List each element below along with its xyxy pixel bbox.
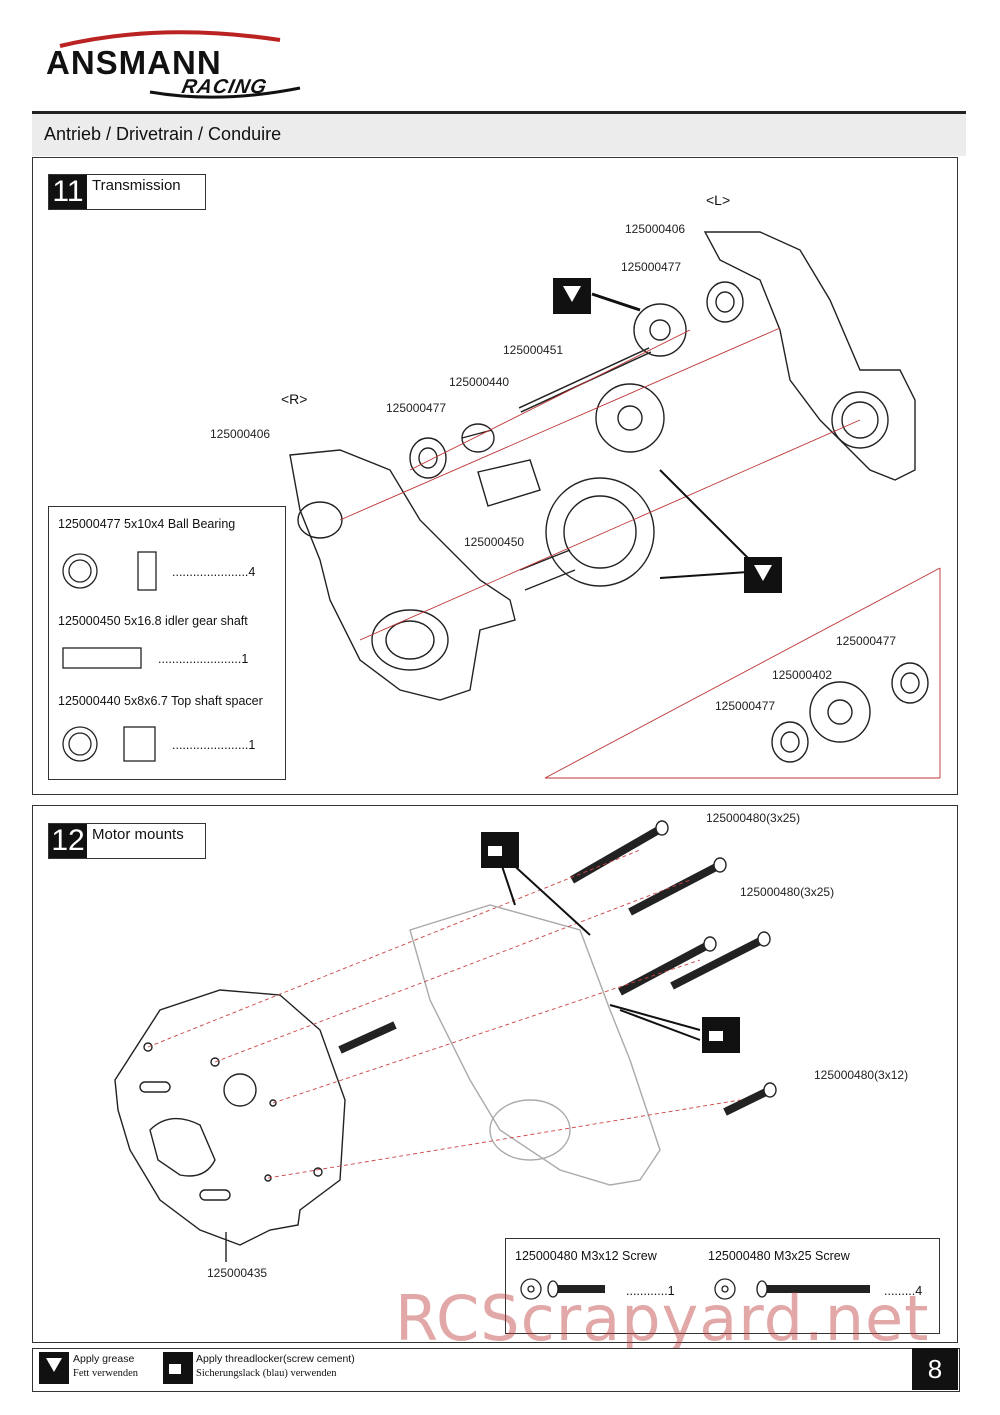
part-label: 125000480(3x25): [706, 811, 801, 825]
part-label: 125000477: [386, 401, 447, 415]
section-title-bar: Antrieb / Drivetrain / Conduire: [32, 111, 966, 156]
part-label: 125000450: [464, 535, 525, 549]
step12-title: Motor mounts: [92, 826, 184, 843]
page-number: 8: [912, 1348, 958, 1390]
legend-qty: ............1: [626, 1284, 675, 1298]
part-label: 125000477: [836, 634, 897, 648]
step11-title: Transmission: [92, 177, 181, 194]
part-label: 125000480(3x12): [814, 1068, 909, 1082]
legend-item: 125000480 M3x12 Screw: [515, 1249, 657, 1263]
step11-number: 11: [49, 175, 87, 209]
step12-panel: [32, 805, 958, 1343]
threadlocker-icon: [163, 1352, 193, 1384]
part-label: 125000435: [207, 1266, 268, 1280]
legend-qty: ......................4: [172, 565, 256, 579]
legend-item: 125000477 5x10x4 Ball Bearing: [58, 517, 236, 531]
logo-swoosh: [59, 30, 301, 99]
legend-item: 125000480 M3x25 Screw: [708, 1249, 850, 1263]
brand-logo: ANSMANN: [46, 44, 222, 81]
step11-header: 11 Transmission: [48, 174, 206, 210]
legend-parts-drawings: [62, 551, 157, 762]
watermark: RCScrapyard.net: [395, 1282, 930, 1355]
part-label: 125000406: [625, 222, 686, 236]
part-label: 125000480(3x25): [740, 885, 835, 899]
step11-legend: 125000477 5x10x4 Ball Bearing ..........…: [48, 506, 286, 780]
footer-bar: Apply grease Fett verwenden Apply thread…: [32, 1348, 960, 1392]
part-label: 125000477: [621, 260, 682, 274]
step11-panel: [32, 157, 958, 795]
legend-qty: ......................1: [172, 738, 256, 752]
transmission-diagram: [289, 231, 941, 779]
threadlocker-label-de: Sicherungslack (blau) verwenden: [196, 1368, 337, 1379]
threadlocker-label: Apply threadlocker(screw cement): [196, 1353, 355, 1365]
legend-item: 125000440 5x8x6.7 Top shaft spacer: [58, 694, 263, 708]
section-title: Antrieb / Drivetrain / Conduire: [44, 124, 282, 144]
part-label: 125000451: [503, 343, 564, 357]
legend-qty: ........................1: [158, 652, 249, 666]
part-label: 125000406: [210, 427, 271, 441]
step12-header: 12 Motor mounts: [48, 823, 206, 859]
right-side-label: <R>: [281, 391, 308, 407]
part-label: 125000402: [772, 668, 833, 682]
step12-number: 12: [49, 824, 87, 858]
grease-icon: [39, 1352, 69, 1384]
legend-item: 125000450 5x16.8 idler gear shaft: [58, 614, 248, 628]
grease-label-de: Fett verwenden: [73, 1368, 139, 1379]
grease-label: Apply grease: [73, 1353, 135, 1365]
left-side-label: <L>: [706, 192, 731, 208]
part-label: 125000440: [449, 375, 510, 389]
legend-qty: .........4: [884, 1284, 923, 1298]
part-label: 125000477: [715, 699, 776, 713]
